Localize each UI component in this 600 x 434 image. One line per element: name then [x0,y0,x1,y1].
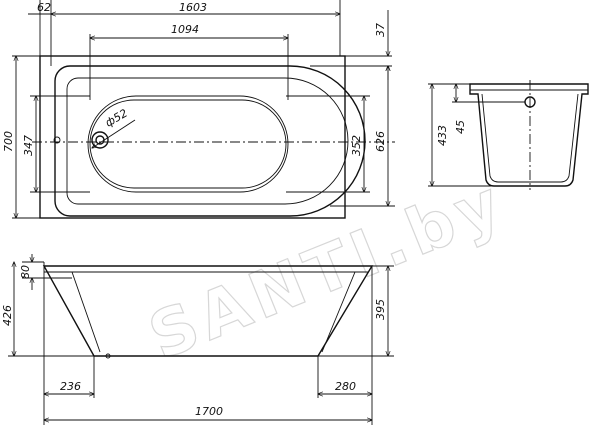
top-view-outline [39,55,346,219]
dim-62: 62 [37,1,51,14]
dim-280: 280 [335,380,356,393]
dim-433: 433 [436,125,449,146]
front-drain [105,353,111,359]
tub-outer-rim [54,65,366,217]
dim-395: 395 [374,299,387,320]
tub-inner-rim [66,77,349,205]
tub-bottom-outline [89,99,287,189]
dim-37: 37 [374,23,387,37]
dim-347: 347 [22,135,35,156]
dim-1700: 1700 [195,405,223,418]
side-view [469,80,589,190]
dim-626: 626 [374,131,387,152]
top-view-dimensions: 62 1603 1094 37 700 347 352 62 [2,0,395,218]
dim-80: 80 [19,265,32,279]
drain-hole-outer [91,131,109,149]
top-view [32,55,395,219]
drain-leader-line [92,119,136,148]
dim-426: 426 [1,305,14,326]
side-view-outline [469,83,589,187]
dim-1603: 1603 [179,1,207,14]
front-view-dimensions: 80 426 395 236 280 1700 [1,254,394,425]
dim-352: 352 [350,135,363,156]
tub-bottom-shadow [87,95,289,193]
watermark-text: SANTI.by [139,165,516,375]
dim-236: 236 [60,380,81,393]
side-inner-wall [481,93,579,183]
front-inner-right-wall [321,271,356,353]
side-view-dimensions: 433 45 [428,84,525,186]
dim-45: 45 [454,120,467,134]
dim-1094: 1094 [171,23,199,36]
overflow-hole [53,136,61,144]
front-inner-left-wall [71,271,101,353]
dim-700: 700 [2,131,15,152]
watermark: SANTI.by [139,165,517,376]
